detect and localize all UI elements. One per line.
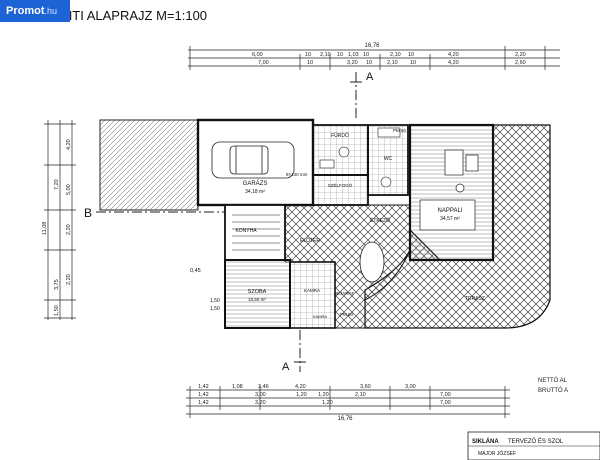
dim-label: 3,60 [360,384,371,390]
dim-label: 2,20 [66,224,72,235]
stamp-person: MAJOR JÓZSEF [478,450,516,457]
dim-label: 1,20 [322,400,333,406]
dim-label: 1,50 [54,305,60,316]
living-furniture [419,149,479,231]
dim-label: 2,20 [66,274,72,285]
pantry [289,261,336,329]
dim-label: 7,20 [54,179,60,190]
dim-label: 4,20 [66,139,72,150]
top-dimensions [188,46,560,70]
legend-gross: BRUTTÓ A [538,387,568,394]
driveway [99,119,199,211]
section-mark-b: B [84,206,92,220]
kitchen-label: KONYHA [235,228,257,234]
living-room [408,123,495,262]
pm-label: PM 60 [393,128,407,133]
dim-label: 5,00 [66,184,72,195]
level-label: 0,45 [190,268,201,274]
entry-label: BEJÁRAT [334,290,354,296]
dim-label: 2,10 [320,52,331,58]
terrace-label: TERASZ [465,296,485,302]
storage-label: KAMRA [313,314,328,319]
dining-label: ÉTKEZŐ [370,217,390,224]
dim-label: 1,42 [198,392,209,398]
section-mark-a-bottom: A [282,361,290,373]
dim-label: 11,08 [42,222,48,235]
wc-label: WC [384,156,393,162]
dim-label: 10 [337,52,343,58]
garage-label: GARÁZS [243,180,268,187]
watermark-domain: .hu [44,6,58,16]
legend-net: NETTÓ AL [538,377,568,384]
vestibule-label: SZÉLFOGÓ [328,182,353,188]
side-dim: 1,50 [210,298,220,304]
dim-label: 10 [363,52,369,58]
dim-label: 10 [408,52,414,58]
hall-label: ELŐTÉR [300,237,320,244]
dim-label: 3,00 [255,392,266,398]
left-dimensions [44,120,76,320]
dim-label: 7,00 [440,392,451,398]
dim-label: 3,20 [255,400,266,406]
dim-top-row2: 7,00 10 3,20 10 2,10 10 4,20 2,60 [258,60,526,66]
dim-label: 1,08 [232,384,243,390]
dim-label: 10 [307,60,313,66]
dim-label: 3,46 [258,384,269,390]
room-area: 10,50 m² [248,297,266,302]
dim-label: 10 [305,52,311,58]
living-area: 34,57 m² [440,216,460,222]
dim-label: 2,10 [387,60,398,66]
dim-label: 4,20 [295,384,306,390]
dim-label: 2,10 [355,392,366,398]
dim-top-row1: 6,00 10 2,10 10 1,03 10 2,10 10 4,20 2,2… [252,52,526,58]
watermark-brand: Promot [6,5,45,17]
garage-area: 34,18 m² [245,189,265,195]
side-dim: 1,50 [210,306,220,312]
dim-label: 7,00 [258,60,269,66]
stairs [232,214,280,251]
section-mark-a-top: A [366,71,374,83]
stairs-block [224,204,286,261]
dim-left: 4,20 5,00 2,20 2,20 7,20 11,08 3,75 1,50 [42,139,72,316]
dim-label: 1,20 [296,392,307,398]
vestibule [312,174,369,206]
dim-label: 3,75 [54,279,60,290]
section-a [294,72,362,372]
dim-label: 10 [366,60,372,66]
dim-label: 1,42 [198,384,209,390]
pm-label: PM 60 [340,312,354,317]
room-label: SZOBA [248,289,267,295]
dim-label: 3,00 [405,384,416,390]
bath-label: FÜRDŐ [331,132,349,139]
dim-label: 1,03 [348,52,359,58]
watermark-badge: Promot.hu [0,0,70,22]
dim-bottom-total: 16,76 [337,416,353,422]
bottom-dimensions [186,386,510,418]
dim-label: 1,20 [318,392,329,398]
dim-label: 7,00 [440,400,451,406]
dim-label: 6,00 [252,52,263,58]
dim-label: 2,60 [515,60,526,66]
dim-label: 3,20 [347,60,358,66]
car [211,141,295,179]
dim-bottom: 1,42 1,08 3,46 4,20 3,60 3,00 1,42 3,00 … [198,384,451,406]
dim-label: 4,20 [448,52,459,58]
pantry-label: KAMRA [304,288,320,293]
dim-label: 10 [410,60,416,66]
car-note: 8×140 mm [286,172,308,177]
hall-rug [359,241,385,283]
title-block [467,431,600,460]
dim-label: 2,20 [515,52,526,58]
stamp-text: TERVEZŐ ÉS SZOL [508,438,564,445]
dim-label: 2,10 [390,52,401,58]
stamp-company: SIKLÁNA [472,438,499,445]
dim-top-total: 16,76 [364,43,380,49]
living-label: NAPPALI [438,208,463,214]
fixtures [319,127,401,188]
dim-label: 1,42 [198,400,209,406]
bedroom [224,259,291,329]
dim-label: 4,20 [448,60,459,66]
